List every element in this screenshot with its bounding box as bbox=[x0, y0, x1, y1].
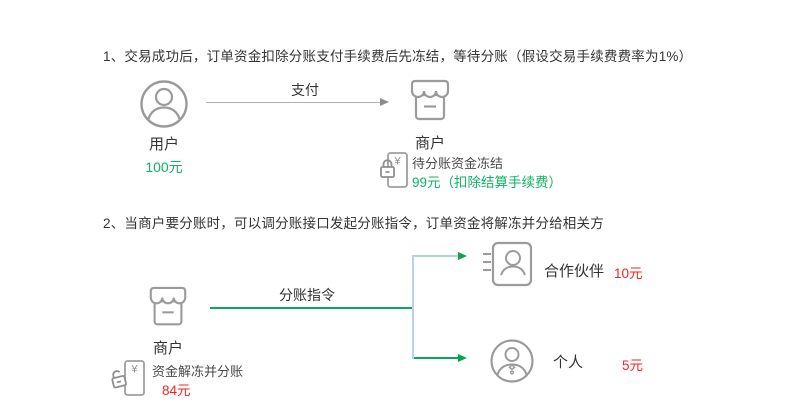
svg-text:¥: ¥ bbox=[393, 156, 401, 168]
partner-label: 合作伙伴 bbox=[544, 263, 605, 280]
branch-connector-line bbox=[412, 255, 414, 359]
branch-arrowhead-top-icon bbox=[458, 251, 467, 260]
instruction-label: 分账指令 bbox=[279, 287, 335, 303]
partner-amount: 10元 bbox=[614, 266, 643, 281]
frozen-funds-icon: ¥ bbox=[380, 152, 408, 188]
partner-card-icon bbox=[483, 241, 533, 287]
merchant-icon bbox=[149, 286, 187, 326]
person-amount: 5元 bbox=[622, 358, 644, 373]
step1-heading: 1、交易成功后，订单资金扣除分账支付手续费后先冻结，等待分账（假设交易手续费费率… bbox=[103, 49, 693, 64]
person-icon bbox=[490, 339, 534, 383]
branch-arrow-top-line bbox=[414, 255, 459, 257]
payment-arrow-line bbox=[206, 102, 382, 103]
branch-arrowhead-bottom-icon bbox=[458, 353, 467, 362]
frozen-funds-status: 待分账资金冻结 bbox=[412, 156, 504, 171]
merchant-label: 商户 bbox=[414, 135, 445, 152]
instruction-line bbox=[210, 307, 413, 309]
unfrozen-funds-icon: ¥ bbox=[111, 360, 145, 396]
payment-arrow-label: 支付 bbox=[291, 82, 319, 98]
user-icon bbox=[140, 80, 188, 128]
user-amount: 100元 bbox=[145, 159, 183, 175]
merchant-label: 商户 bbox=[152, 340, 183, 357]
user-label: 用户 bbox=[148, 136, 179, 153]
frozen-funds-amount: 99元（扣除结算手续费） bbox=[412, 175, 563, 190]
merchant-icon bbox=[410, 79, 450, 121]
unfrozen-funds-status: 资金解冻并分账 bbox=[152, 364, 244, 379]
branch-arrow-bottom-line bbox=[414, 357, 459, 359]
person-label: 个人 bbox=[553, 354, 584, 371]
step2-heading: 2、当商户要分账时，可以调分账接口发起分账指令，订单资金将解冻并分给相关方 bbox=[103, 216, 604, 231]
payment-arrowhead-icon bbox=[380, 98, 389, 106]
unfrozen-funds-amount: 84元 bbox=[162, 383, 191, 398]
svg-text:¥: ¥ bbox=[130, 364, 138, 376]
